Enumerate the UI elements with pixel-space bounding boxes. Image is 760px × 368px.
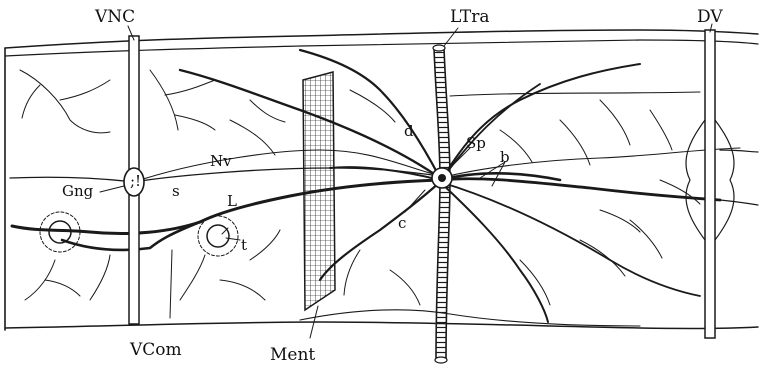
longitudinal-trachea [433, 45, 450, 363]
label-vcom: VCom [129, 340, 182, 360]
label-t: t [241, 236, 247, 254]
nerves [10, 148, 758, 205]
ventral-nerve-cord: ;! [124, 36, 144, 324]
label-sp: Sp [466, 134, 486, 152]
dorsal-vessel [686, 30, 734, 338]
label-vnc: VNC [94, 7, 135, 27]
label-d: d [404, 122, 414, 140]
label-s: s [172, 182, 180, 200]
label-nv: Nv [210, 152, 232, 170]
label-ment: Ment [270, 345, 315, 365]
label-ltra: LTra [450, 7, 490, 27]
svg-text:;!: ;! [130, 172, 141, 190]
label-dv: DV [697, 7, 723, 27]
tracheal-branches [12, 50, 720, 322]
label-l: L [227, 192, 237, 210]
diagram-labels: VNC LTra DV Nv Gng s L t Sp d b c VCom M… [62, 7, 723, 365]
label-b: b [500, 148, 510, 166]
label-c: c [398, 214, 406, 232]
label-gng: Gng [62, 182, 94, 200]
spiracle [432, 168, 452, 188]
membrane [303, 72, 335, 310]
